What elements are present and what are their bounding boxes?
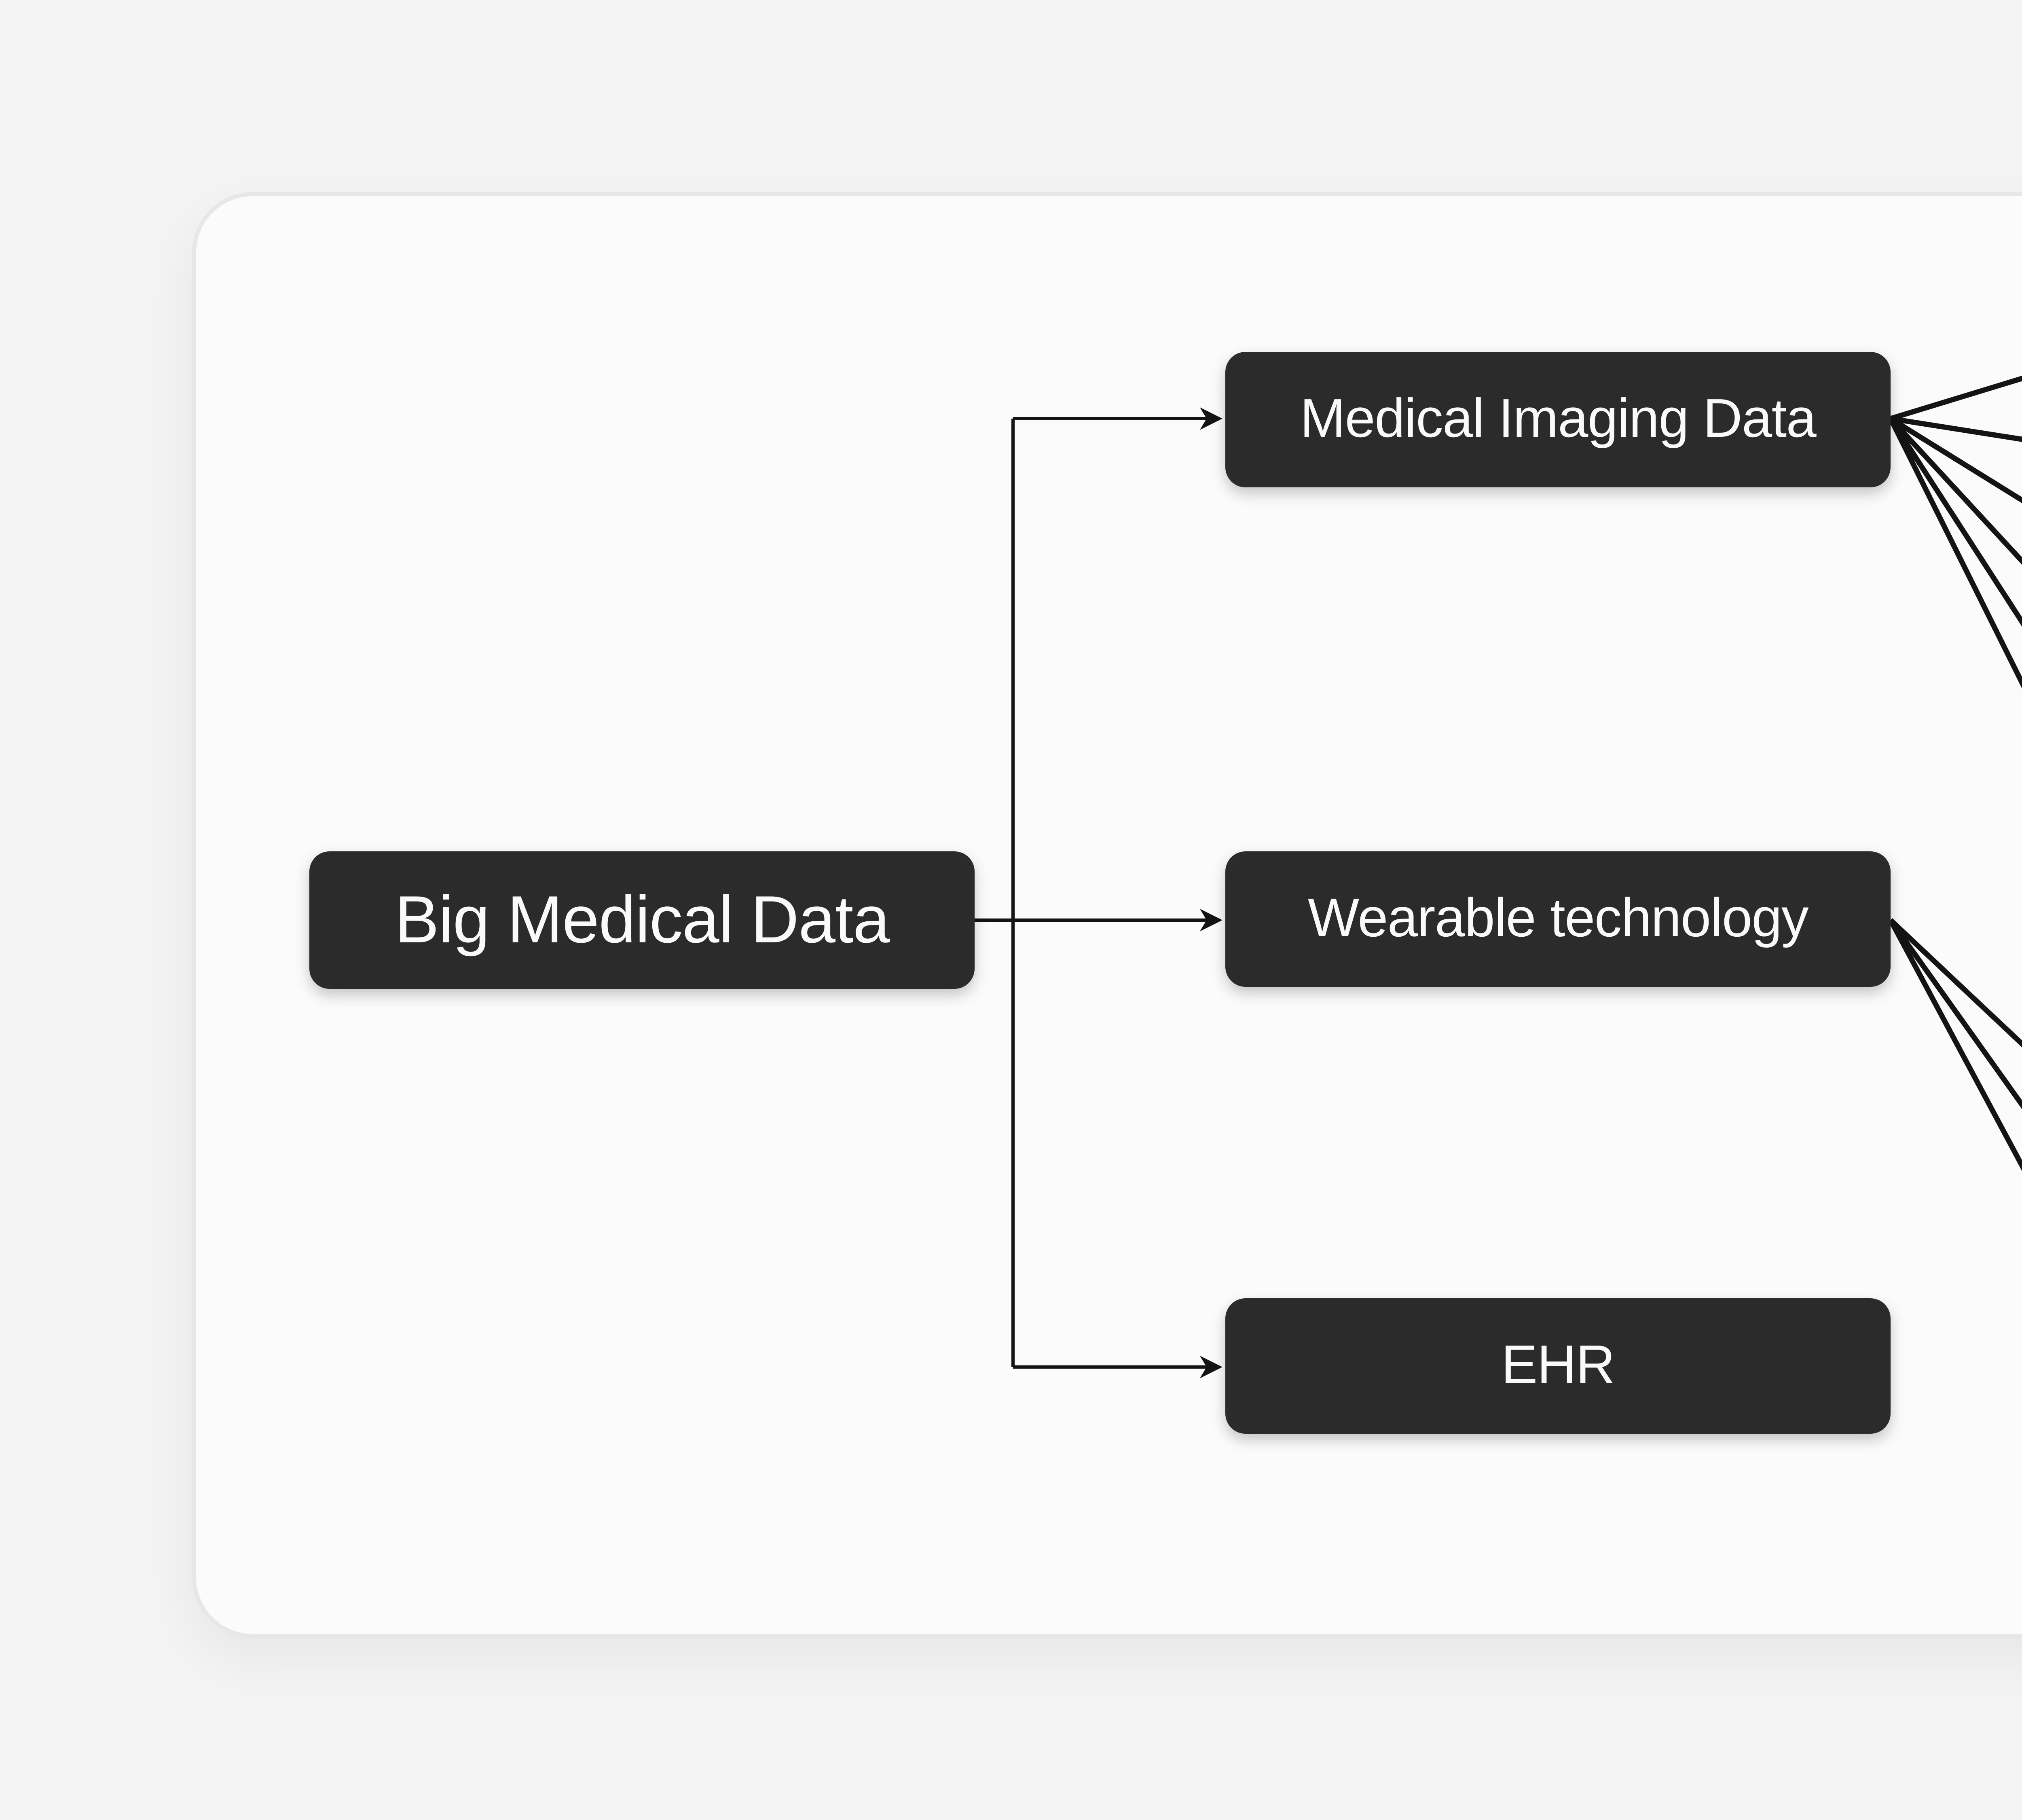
wearable-fan-arrows [1888,918,2022,1171]
node-label: EHR [1501,1335,1615,1395]
node-label: Medical Imaging Data [1300,388,1817,449]
node-label: Big Medical Data [394,882,890,957]
node-label: Wearable technology [1307,888,1809,948]
imaging-fan-arrows [1888,375,2022,689]
trunk-connector [975,407,1223,1378]
node-medical-imaging-data: Medical Imaging Data [1225,352,1891,487]
node-big-medical-data: Big Medical Data [309,851,975,989]
node-ehr: EHR [1225,1298,1891,1434]
node-wearable-technology: Wearable technology [1225,851,1891,987]
